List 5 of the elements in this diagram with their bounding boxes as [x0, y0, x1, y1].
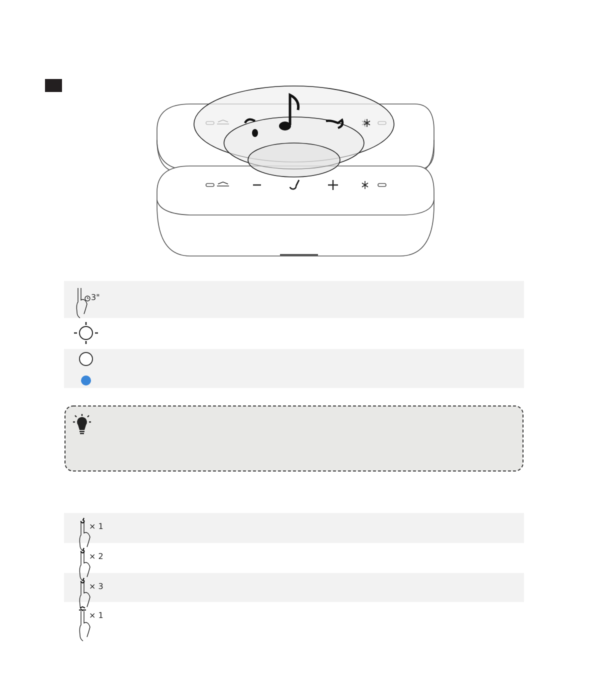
tap-count: × 1	[89, 612, 104, 620]
tap-count: × 2	[89, 553, 104, 561]
hold-duration: 3"	[91, 294, 100, 302]
tap-count: × 1	[89, 523, 104, 531]
tap-count: × 3	[89, 583, 104, 591]
